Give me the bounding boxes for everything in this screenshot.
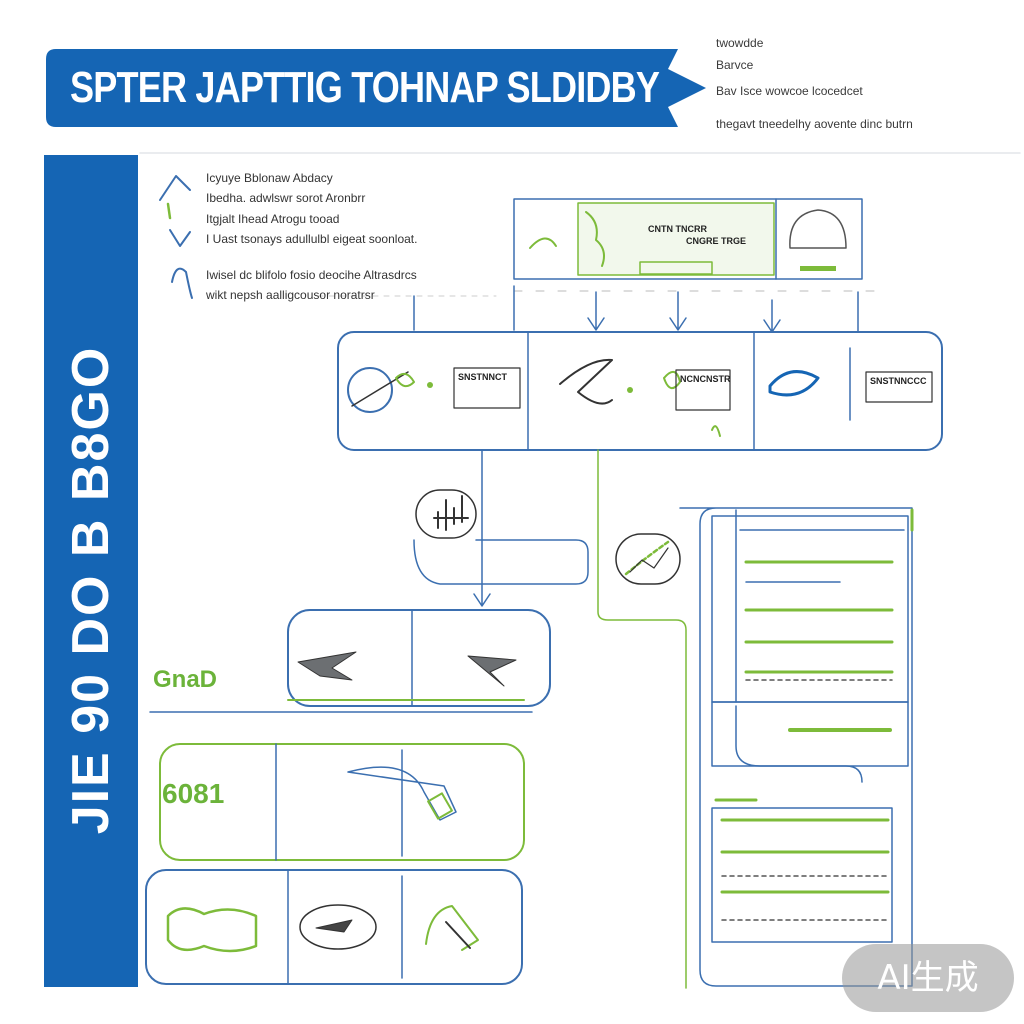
legend-line: Ibedha. adwlswr sorot Aronbrr xyxy=(206,191,366,205)
top-note: Bav Isce wowcoe lcocedcet xyxy=(716,84,863,98)
sprout-icon xyxy=(711,425,721,437)
connector-arrow xyxy=(669,291,687,331)
title-ribbon xyxy=(46,49,706,127)
legend-caret-icon xyxy=(166,202,172,220)
ai-generated-watermark: AI生成 xyxy=(842,944,1014,1012)
process-box-middle xyxy=(159,743,525,861)
leaf-icon xyxy=(395,372,415,388)
vertical-sidebar-band xyxy=(44,155,138,987)
chart-bubble xyxy=(415,489,477,539)
fish-sketch-icon xyxy=(768,370,820,397)
dome-icon xyxy=(789,209,847,249)
connector-arrow xyxy=(587,291,605,331)
top-box-label: CNTN TNCRR xyxy=(648,224,707,234)
cone-sketch-icon xyxy=(351,371,409,407)
plane-icon xyxy=(297,651,357,681)
trend-bubble xyxy=(615,533,681,585)
process-box-bottom xyxy=(145,869,523,985)
connector-arrow xyxy=(763,299,781,333)
stage-label: SNSTNNCT xyxy=(458,372,507,382)
stage-label-box xyxy=(453,367,521,409)
legend-line: wikt nepsh aalligcousor noratrsr xyxy=(206,288,375,302)
connector-line xyxy=(473,449,491,607)
tool-sketch-icon xyxy=(445,921,471,949)
bar-chart-icon xyxy=(433,495,469,531)
right-panel-lower xyxy=(711,807,893,943)
small-green-bar xyxy=(800,266,836,271)
plane-icon xyxy=(467,655,517,687)
right-panel-middle xyxy=(711,701,909,767)
green-box-label: 6081 xyxy=(162,778,225,809)
valve-green-part xyxy=(427,792,453,820)
stage-label: NCNCNSTR xyxy=(680,374,731,384)
leaf-icon xyxy=(663,371,681,389)
top-note: Barvce xyxy=(716,58,754,72)
drone-sketch-icon xyxy=(315,919,353,933)
legend-caret-icon xyxy=(169,229,191,247)
machine-sketch-icon xyxy=(166,907,258,953)
top-note: thegavt tneedelhy aovente dinc butrn xyxy=(716,117,913,131)
drone-sketch-icon xyxy=(299,904,377,950)
stage-label-box xyxy=(865,371,933,403)
connector-line xyxy=(735,705,863,783)
legend-line: Iwisel dc blifolo fosio deocihe Altrasdr… xyxy=(206,268,417,282)
top-panel-caption-bar xyxy=(639,261,713,275)
top-note: twowdde xyxy=(716,36,764,50)
blade-sketch-icon xyxy=(559,358,613,405)
plant-sketch-icon xyxy=(529,237,557,249)
trend-icon xyxy=(629,547,669,573)
stage-row-box xyxy=(337,331,943,451)
legend-hook-icon xyxy=(171,267,193,299)
process-box-top xyxy=(287,609,551,707)
legend-caret-icon xyxy=(159,175,191,201)
connector-line xyxy=(597,449,687,989)
valve-sketch-icon xyxy=(347,766,457,821)
dot-icon xyxy=(627,387,633,393)
trend-icon xyxy=(624,540,670,576)
top-box-label: CNGRE TRGE xyxy=(686,236,747,246)
page-title: SPTER JAPTTIG TOHNAP SLDIDBY xyxy=(70,63,660,112)
cone-sketch-icon xyxy=(347,367,393,413)
connector-line xyxy=(413,539,589,585)
green-side-label: GnaD xyxy=(153,666,218,693)
tool-sketch-icon xyxy=(425,905,479,951)
right-panel-outline xyxy=(679,507,913,987)
top-panel-box xyxy=(513,198,863,280)
top-panel-inner xyxy=(577,202,775,276)
legend-line: I Uast tsonays adullulbl eigeat soonloat… xyxy=(206,232,418,246)
plant-sketch-icon xyxy=(585,211,605,267)
stage-label-box xyxy=(675,369,731,411)
dot-icon xyxy=(427,382,433,388)
legend-line: Itgjalt Ihead Atrogu tooad xyxy=(206,212,340,226)
legend-line: Icyuye Bblonaw Abdacy xyxy=(206,171,333,185)
stage-label: SNSTNNCCC xyxy=(870,376,927,386)
